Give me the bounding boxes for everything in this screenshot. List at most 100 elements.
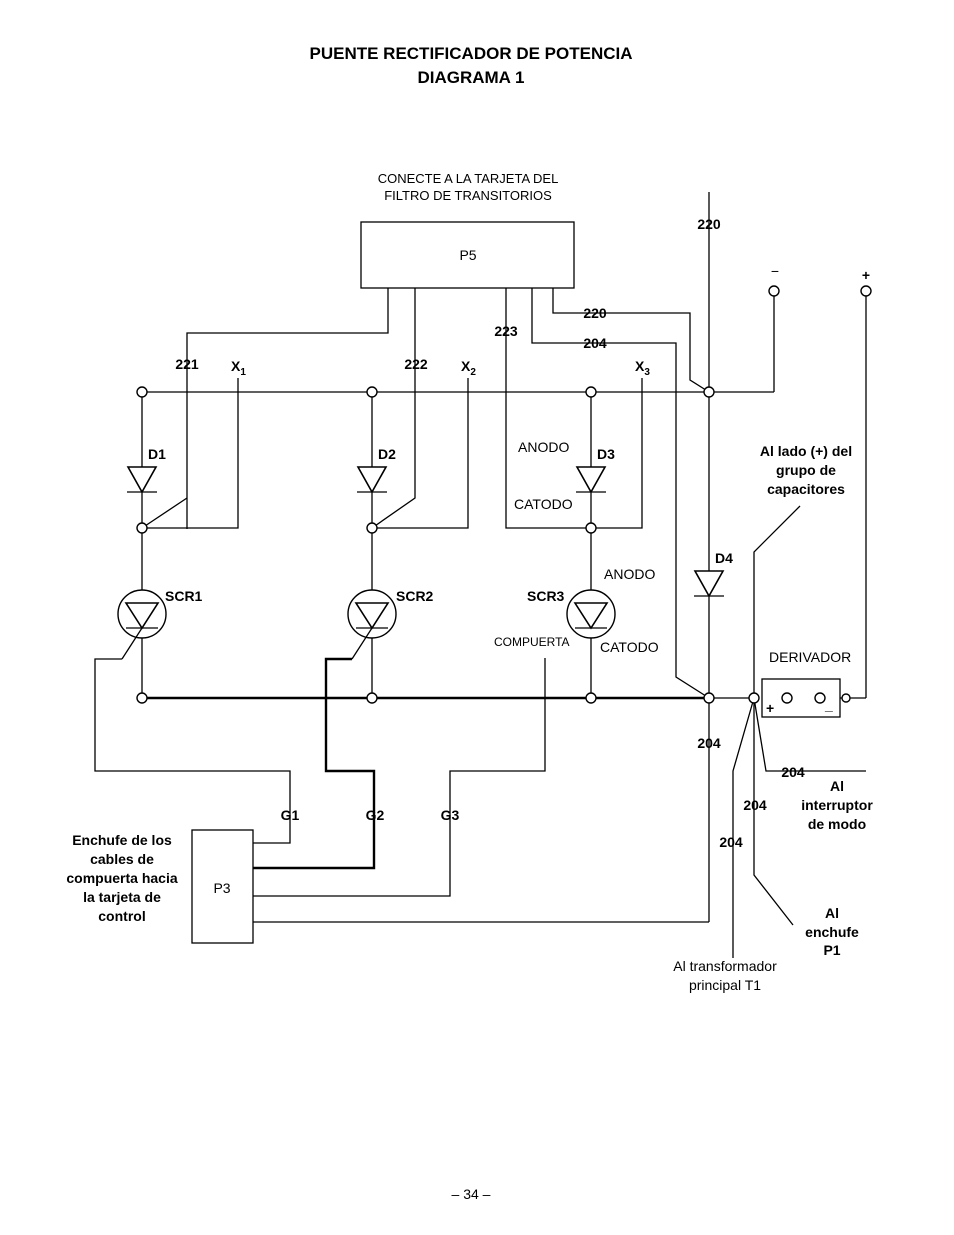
p3-connector	[191, 829, 254, 944]
minus-sign: −	[771, 263, 779, 279]
g1-label: G1	[281, 807, 300, 823]
g2-label: G2	[366, 807, 385, 823]
node-top-2	[366, 386, 378, 398]
d3-anodo-label: ANODO	[518, 439, 569, 455]
gate-plug-note-line3: compuerta hacia	[66, 870, 177, 886]
minus-output-terminal	[768, 285, 780, 297]
node-bottom-1	[136, 692, 148, 704]
node-top-3	[585, 386, 597, 398]
wire-204-p1-label: 204	[743, 797, 767, 813]
wire-204-t1-label: 204	[719, 834, 743, 850]
mode-switch-note-line3: de modo	[808, 816, 866, 832]
d2-diode-icon	[356, 466, 388, 494]
gate-plug-note-line4: la tarjeta de	[83, 889, 161, 905]
d4-diode-icon	[693, 570, 725, 598]
gate-plug-note-line2: cables de	[90, 851, 154, 867]
plus-output-terminal	[860, 285, 872, 297]
scr3-icon	[573, 602, 609, 630]
p3-label: P3	[213, 880, 230, 896]
scr3-anodo-label: ANODO	[604, 566, 655, 582]
shunt-terminal-plus	[781, 692, 793, 704]
diagram-title-line1: PUENTE RECTIFICADOR DE POTENCIA	[309, 44, 632, 63]
scr3-catodo-label: CATODO	[600, 639, 659, 655]
scr1-label: SCR1	[165, 588, 203, 604]
derivador-label: DERIVADOR	[769, 649, 851, 665]
diagram-title-line2: DIAGRAMA 1	[417, 68, 524, 87]
transient-filter-note-line1: CONECTE A LA TARJETA DEL	[378, 171, 559, 186]
x3-label: X3	[635, 358, 650, 378]
node-mid-2	[366, 522, 378, 534]
scr1-gate	[121, 627, 143, 660]
scr1-icon	[124, 602, 160, 630]
d4-label: D4	[715, 550, 733, 566]
d1-diode-icon	[126, 466, 158, 494]
node-mid-3	[585, 522, 597, 534]
scr3-label: SCR3	[527, 588, 565, 604]
node-bottom-4	[703, 692, 715, 704]
mode-switch-wire	[753, 697, 866, 772]
capacitors-note-line1: Al lado (+) del	[760, 443, 852, 459]
node-shunt-junction	[748, 692, 760, 704]
wire-223-label: 223	[494, 323, 518, 339]
x3-wire	[591, 378, 643, 529]
capacitors-note-line2: grupo de	[776, 462, 836, 478]
node-shunt-right	[841, 693, 851, 703]
wire-221-diag	[141, 497, 188, 529]
plus-sign: +	[862, 267, 870, 283]
wire-204-bottom-label: 204	[697, 735, 721, 751]
g3-wire	[253, 658, 546, 897]
wire-220-top-label: 220	[697, 216, 721, 232]
mode-switch-note-line2: interruptor	[801, 797, 873, 813]
wire-204-upper-label: 204	[583, 335, 607, 351]
wire-222	[371, 288, 416, 529]
scr2-gate	[351, 627, 373, 660]
wire-223	[505, 288, 591, 529]
transformer-note-line1: Al transformador	[673, 958, 777, 974]
gate-plug-note-line1: Enchufe de los	[72, 832, 172, 848]
shunt-plus-sign: +	[766, 700, 774, 716]
p1-note-line3: P1	[823, 942, 840, 958]
p5-label: P5	[459, 247, 476, 263]
node-mid-1	[136, 522, 148, 534]
x1-label: X1	[231, 358, 246, 378]
g2-wire	[253, 657, 376, 870]
d2-label: D2	[378, 446, 396, 462]
transformer-wire	[732, 697, 755, 958]
x2-label: X2	[461, 358, 476, 378]
node-top-1	[136, 386, 148, 398]
x2-wire	[372, 378, 469, 529]
node-bottom-2	[366, 692, 378, 704]
mode-switch-note-line1: Al	[830, 778, 844, 794]
p1-note-line2: enchufe	[805, 924, 859, 940]
g1-wire	[94, 658, 291, 844]
compuerta-label: COMPUERTA	[494, 635, 570, 649]
wire-221-label: 221	[175, 356, 199, 372]
d3-diode-icon	[575, 466, 607, 494]
x1-wire	[142, 378, 239, 529]
wire-204-upper	[531, 288, 710, 699]
d1-label: D1	[148, 446, 166, 462]
wire-222-label: 222	[404, 356, 428, 372]
wire-221	[186, 288, 389, 529]
g3-label: G3	[441, 807, 460, 823]
scr2-icon	[354, 602, 390, 630]
capacitor-wire	[753, 505, 801, 698]
node-bottom-3	[585, 692, 597, 704]
scr2-label: SCR2	[396, 588, 434, 604]
page-number: – 34 –	[452, 1186, 491, 1202]
transformer-note-line2: principal T1	[689, 977, 761, 993]
p1-note-line1: Al	[825, 905, 839, 921]
capacitors-note-line3: capacitores	[767, 481, 845, 497]
d3-catodo-label: CATODO	[514, 496, 573, 512]
transient-filter-note-line2: FILTRO DE TRANSITORIOS	[384, 188, 552, 203]
d3-label: D3	[597, 446, 615, 462]
p5-connector	[360, 221, 575, 289]
shunt-minus-sign: _	[824, 697, 833, 713]
shunt-terminal-minus	[814, 692, 826, 704]
wire-220-upper-label: 220	[583, 305, 607, 321]
gate-plug-note-line5: control	[98, 908, 145, 924]
wire-220-upper	[552, 288, 710, 393]
wire-204-mode-label: 204	[781, 764, 805, 780]
node-top-4	[703, 386, 715, 398]
